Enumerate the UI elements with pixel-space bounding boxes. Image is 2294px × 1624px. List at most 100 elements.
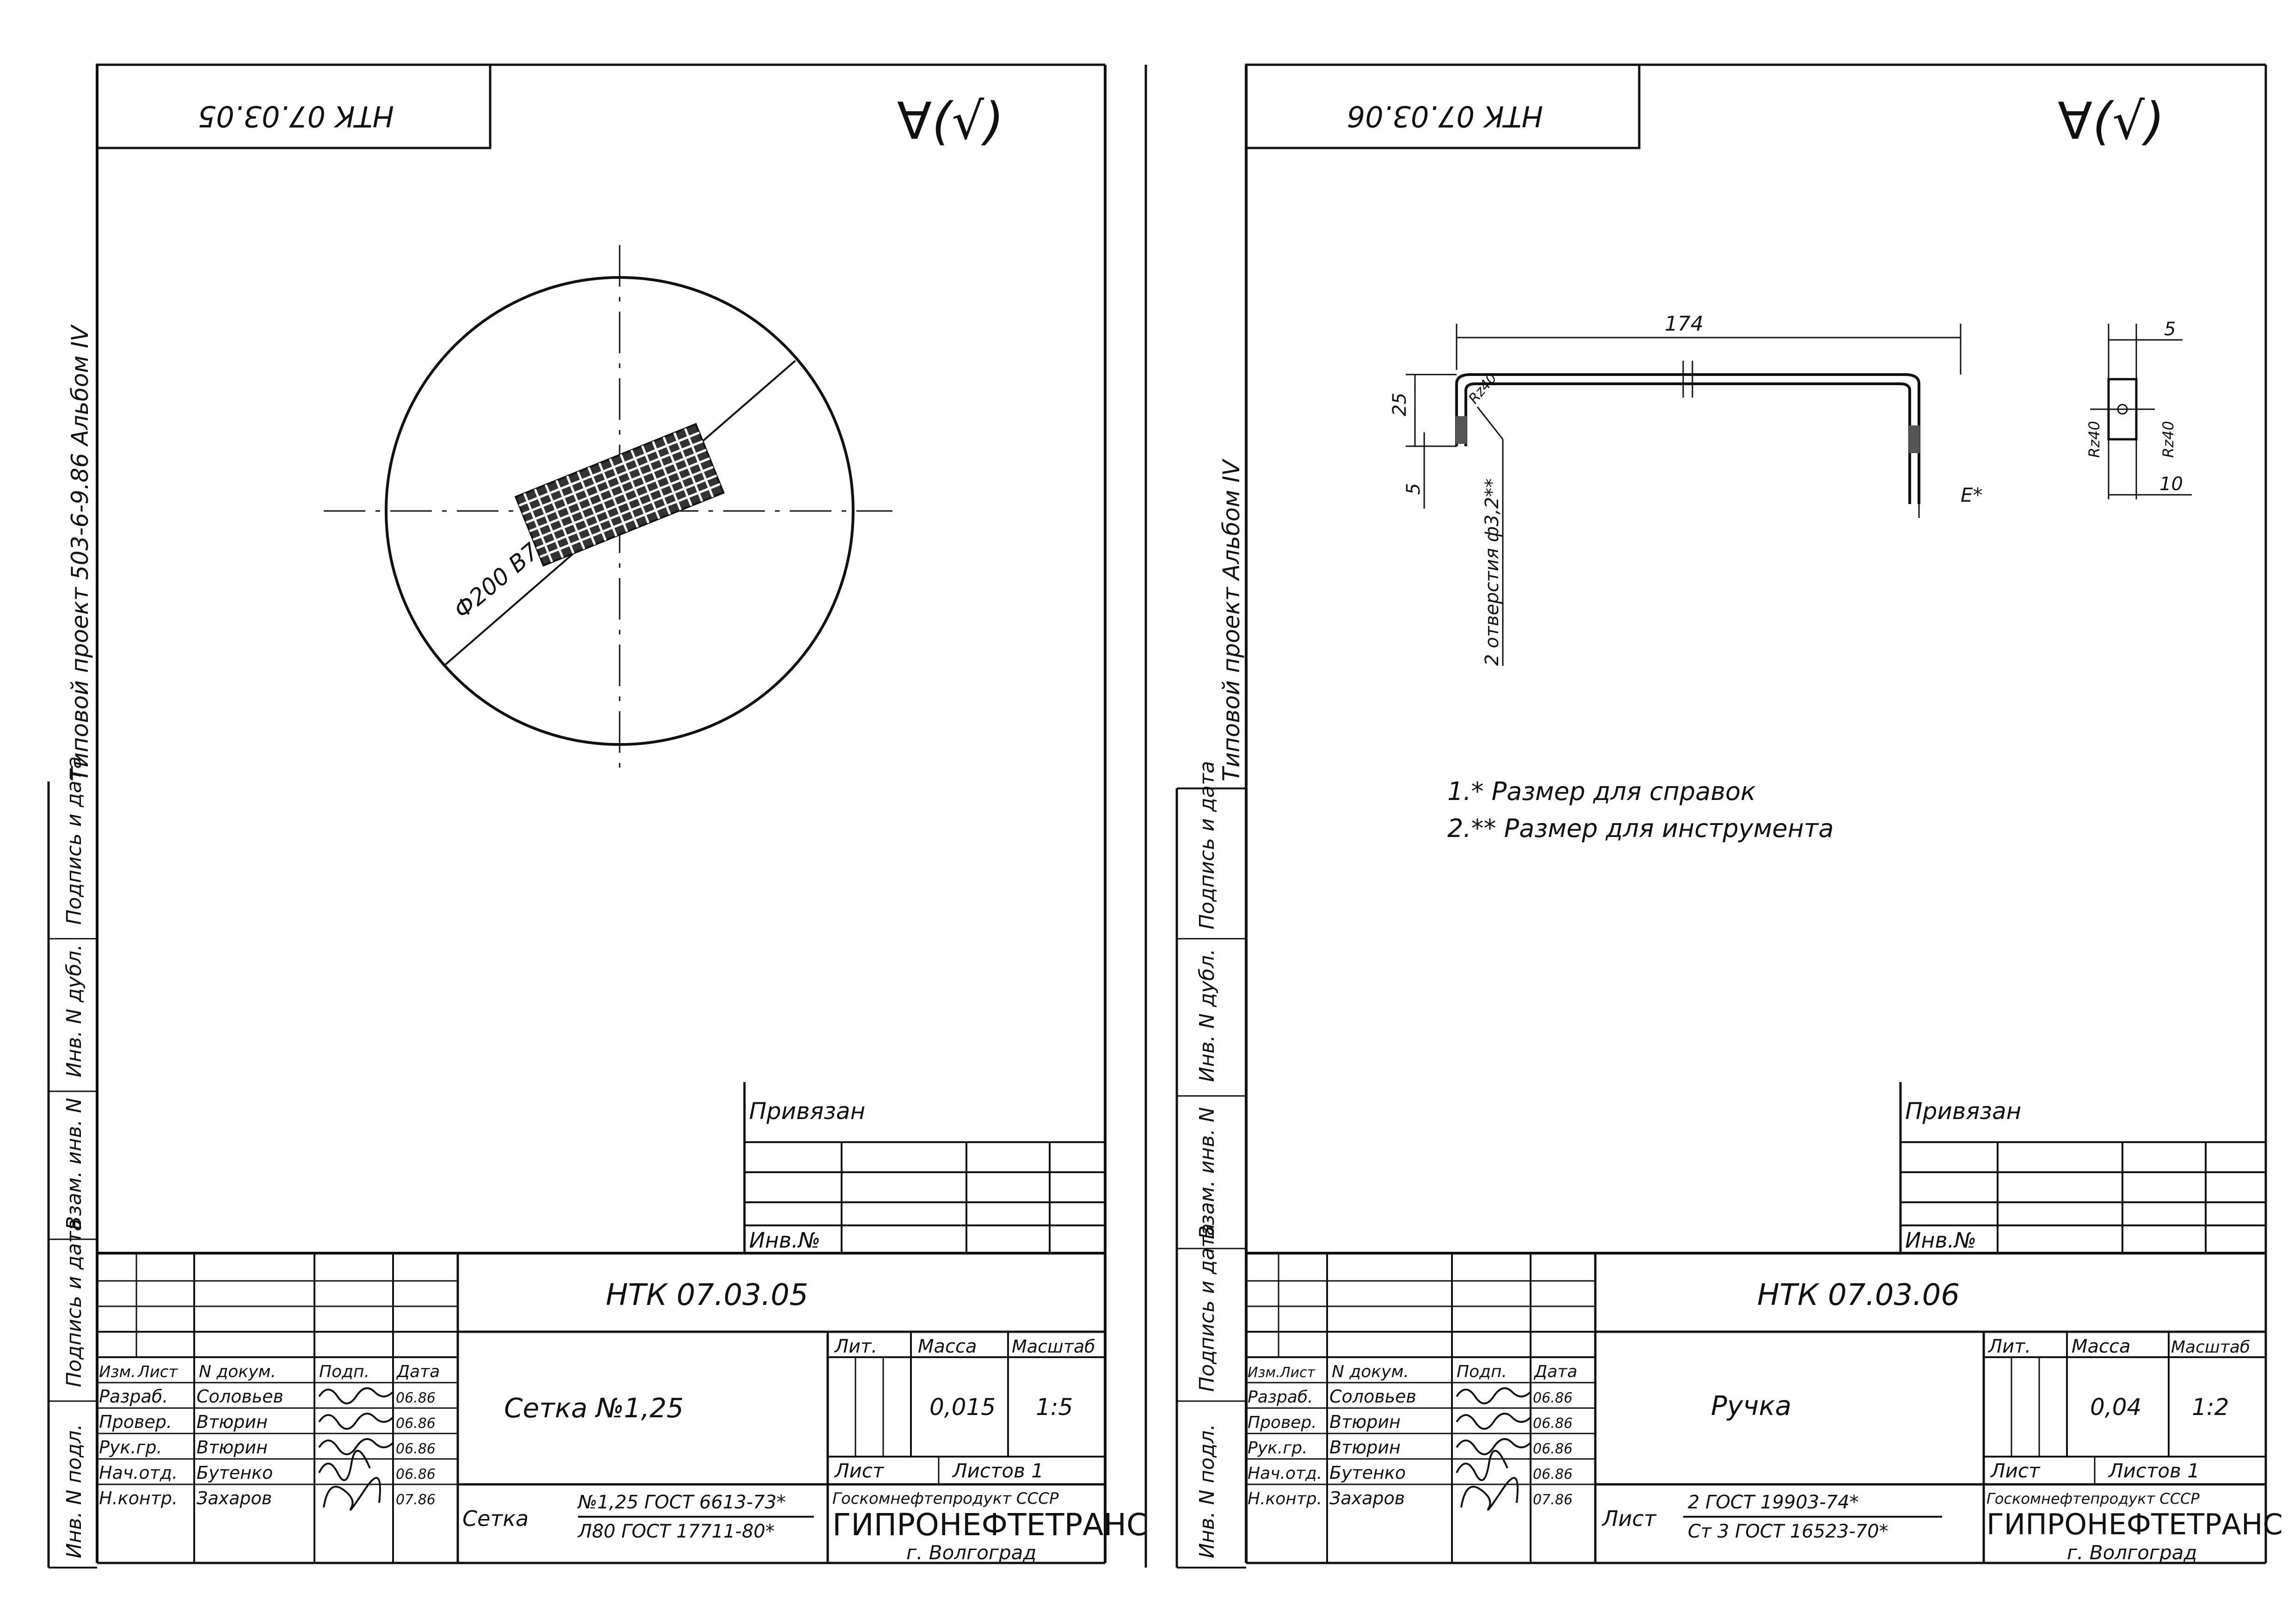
sheet-left: Подпись и дата Инв. N дубл. Взам. инв. N…: [47, 63, 1148, 1569]
part-name: Ручка: [1711, 1390, 1791, 1421]
note-2: 2.** Размер для инструмента: [1447, 814, 1834, 843]
margin-label: Подпись и дата: [1195, 1224, 1219, 1392]
material-line2: Л80 ГОСТ 17711-80*: [577, 1521, 775, 1542]
part-name: Сетка №1,25: [504, 1392, 683, 1424]
stamp-header: N докум.: [1332, 1362, 1409, 1381]
stamp-header: Изм.: [99, 1363, 136, 1381]
stamp-name: Втюрин: [197, 1437, 268, 1458]
margin-label: Инв. N дубл.: [1195, 949, 1219, 1082]
side-label: Типовой проект Альбом IV: [1218, 458, 1245, 781]
stamp-header: Дата: [396, 1362, 440, 1381]
side-label: Типовой проект 503-6-9.86 Альбом IV: [67, 324, 93, 781]
margin-label: Взам. инв. N: [1195, 1107, 1219, 1239]
material-prefix: Лист: [1601, 1506, 1657, 1531]
sheets-count: Листов 1: [952, 1459, 1044, 1482]
code-box-text: НТК 07.03.05: [198, 99, 394, 133]
inv-no-label: Инв.№: [1905, 1228, 1976, 1253]
stamp-name: Захаров: [1329, 1488, 1405, 1508]
roughness-symbol: ∀(√): [2058, 92, 2165, 151]
stamp-name: Бутенко: [1329, 1463, 1406, 1483]
stamp-header: N докум.: [199, 1362, 276, 1381]
privyazan-block: Привязан Инв.№: [1899, 1082, 2266, 1253]
stamp-date: 06.86: [1533, 1441, 1573, 1457]
e-star-label: Е*: [1961, 484, 1983, 506]
margin-label: Инв. N подл.: [62, 1424, 86, 1558]
header-massa: Масса: [918, 1336, 977, 1357]
margin-strip-left: Подпись и дата Инв. N дубл. Взам. инв. N…: [49, 757, 97, 1558]
mesh-pattern: [514, 423, 725, 567]
stamp-role: Провер.: [99, 1412, 172, 1432]
rz40-left: Rz40: [2085, 421, 2103, 458]
header-lit: Лит.: [1987, 1336, 2031, 1357]
handle-drawing: 174 25 5 Rz40 2 отверстия ф3,2** Е* 5 10…: [1389, 312, 2192, 666]
sheet-label: Лист: [1990, 1459, 2041, 1482]
stamp-name: Бутенко: [197, 1463, 273, 1483]
org-city: г. Волгоград: [906, 1541, 1036, 1564]
title-block: Изм. Лист N докум. Подп. Дата Разраб. Со…: [1246, 1252, 2283, 1564]
privyazan-label: Привязан: [1905, 1098, 2021, 1125]
org-name: ГИПРОНЕФТЕТРАНС: [1986, 1507, 2283, 1541]
stamp-header: Подп.: [1457, 1362, 1507, 1381]
doc-code: НТК 07.03.05: [606, 1278, 808, 1312]
margin-label: Взам. инв. N: [62, 1098, 86, 1230]
scale-value: 1:5: [1036, 1394, 1073, 1421]
stamp-name: Захаров: [197, 1488, 272, 1508]
margin-label: Инв. N дубл.: [62, 944, 86, 1077]
stamp-role: Разраб.: [1248, 1388, 1313, 1407]
stamp-header: Дата: [1533, 1362, 1577, 1381]
stamp-role: Н.контр.: [99, 1488, 178, 1508]
holes-label: 2 отверстия ф3,2**: [1482, 479, 1503, 666]
margin-strip-right: Подпись и дата Инв. N дубл. Взам. инв. N…: [1177, 761, 1246, 1558]
stamp-date: 07.86: [396, 1492, 436, 1508]
org-ministry: Госкомнефтепродукт СССР: [1986, 1490, 2200, 1507]
margin-label: Инв. N подл.: [1195, 1424, 1219, 1558]
org-city: г. Волгоград: [2067, 1541, 2197, 1564]
signatures: [318, 1387, 394, 1511]
stamp-role: Н.контр.: [1248, 1489, 1322, 1508]
header-masshtab: Масштаб: [2171, 1338, 2250, 1357]
scale-value: 1:2: [2192, 1394, 2229, 1421]
stamp-date: 06.86: [1533, 1390, 1573, 1406]
margin-label: Подпись и дата: [62, 757, 86, 925]
stamp-role: Рук.гр.: [99, 1437, 162, 1458]
material-prefix: Сетка: [462, 1506, 529, 1531]
stamp-name: Соловьев: [197, 1386, 283, 1407]
org-ministry: Госкомнефтепродукт СССР: [832, 1489, 1059, 1508]
roughness-symbol: ∀(√): [897, 92, 1004, 151]
privyazan-block: Привязан Инв.№: [743, 1082, 1105, 1253]
stamp-role: Разраб.: [99, 1386, 168, 1407]
stamp-date: 06.86: [1533, 1466, 1573, 1483]
code-box: [96, 63, 492, 149]
stamp-date: 06.86: [396, 1466, 436, 1483]
dim-174: 174: [1665, 312, 1704, 336]
dim-5b: 5: [2164, 319, 2176, 340]
stamp-header: Изм.: [1248, 1365, 1280, 1381]
code-box-text: НТК 07.03.06: [1347, 99, 1543, 133]
header-masshtab: Масштаб: [1012, 1336, 1095, 1357]
stamp-name: Соловьев: [1329, 1386, 1416, 1407]
material-line2: Ст 3 ГОСТ 16523-70*: [1688, 1521, 1888, 1542]
header-lit: Лит.: [834, 1336, 877, 1357]
margin-label: Подпись и дата: [62, 1219, 86, 1387]
stamp-header: Подп.: [319, 1362, 369, 1381]
stamp-date: 06.86: [1533, 1415, 1573, 1432]
code-box: [1245, 63, 1641, 149]
dim-5: 5: [1403, 483, 1424, 495]
org-name: ГИПРОНЕФТЕТРАНС: [832, 1507, 1148, 1543]
privyazan-label: Привязан: [749, 1098, 865, 1125]
signatures: [1456, 1387, 1531, 1511]
dim-10: 10: [2159, 474, 2183, 495]
stamp-name: Втюрин: [197, 1412, 268, 1432]
mesh-drawing: Ф200 В7: [324, 245, 892, 777]
stamp-date: 06.86: [396, 1415, 436, 1432]
stamp-role: Нач.отд.: [1248, 1464, 1322, 1483]
stamp-header: Лист: [1279, 1365, 1316, 1381]
title-block: Изм. Лист N докум. Подп. Дата Разраб. Со…: [97, 1252, 1148, 1564]
stamp-name: Втюрин: [1329, 1412, 1401, 1432]
dim-25: 25: [1389, 393, 1410, 416]
rz40-right: Rz40: [2159, 421, 2177, 458]
sheets-count: Листов 1: [2108, 1459, 2200, 1482]
inv-no-label: Инв.№: [749, 1228, 820, 1253]
stamp-role: Провер.: [1248, 1413, 1317, 1432]
stamp-date: 07.86: [1533, 1492, 1573, 1508]
